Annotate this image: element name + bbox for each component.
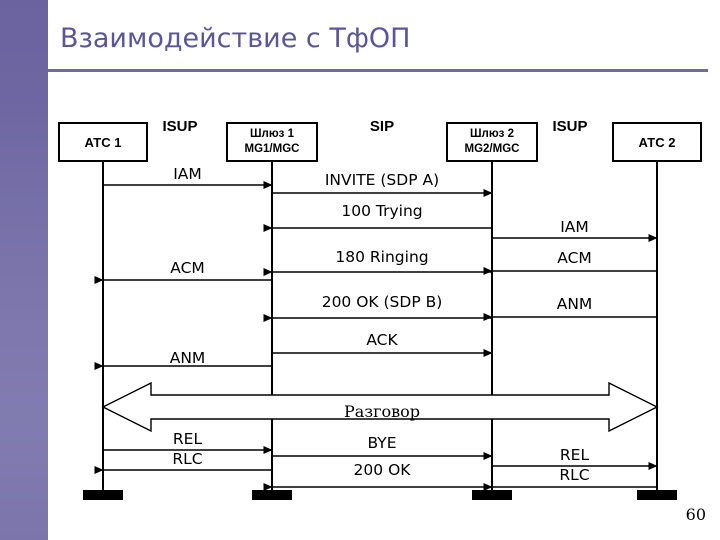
terminator-bar-t-mg1 [252, 490, 292, 500]
message-label-m4: IAM [560, 218, 589, 236]
message-label-m13: BYE [367, 434, 397, 452]
protocol-label-isup-right: ISUP [552, 118, 588, 135]
conversation-label: Разговор [344, 402, 420, 421]
lifeline-terminators-layer [83, 490, 677, 500]
message-label-m17: RLC [559, 466, 590, 484]
protocol-label-isup-left: ISUP [162, 118, 198, 135]
decorative-sidebar-bar [0, 0, 48, 540]
node-box-atc2: АТС 2 [612, 122, 702, 162]
node-box-mg1: Шлюз 1 MG1/MGC [226, 122, 318, 162]
message-label-m5: 180 Ringing [335, 248, 429, 266]
conversation-double-arrow [101, 381, 659, 433]
conversation-arrow-layer [101, 381, 659, 433]
terminator-bar-t-atc2 [637, 490, 677, 500]
terminator-bar-t-atc1 [83, 490, 123, 500]
lifelines-layer [102, 162, 658, 492]
protocol-label-sip-middle: SIP [369, 118, 395, 135]
title-underline-rule [48, 69, 708, 72]
node-label-primary: Шлюз 2 [470, 128, 514, 140]
message-label-m14: RLC [172, 450, 203, 468]
message-label-m16: 200 OK [353, 461, 411, 479]
message-label-m11: ANM [169, 349, 206, 367]
message-label-m12: REL [172, 430, 203, 448]
message-label-m6: ACM [557, 249, 592, 267]
terminator-bar-t-mg2 [472, 490, 512, 500]
node-label-primary: АТС 2 [638, 134, 676, 150]
message-label-m8: 200 OK (SDP B) [321, 293, 443, 311]
message-label-m3: 100 Trying [341, 202, 423, 220]
message-arrows-layer [94, 181, 658, 491]
node-label-primary: Шлюз 1 [250, 128, 294, 140]
message-label-m1: IAM [173, 165, 202, 183]
message-label-m7: ACM [170, 259, 205, 277]
node-label-secondary: MG2/MGC [464, 143, 520, 155]
message-label-m2: INVITE (SDP A) [324, 171, 440, 189]
message-label-m9: ANM [556, 295, 593, 313]
node-label-primary: АТС 1 [84, 134, 122, 150]
slide-title: Взаимодействие с ТфОП [60, 23, 411, 54]
node-box-atc1: АТС 1 [58, 122, 148, 162]
node-label-secondary: MG1/MGC [244, 143, 300, 155]
node-box-mg2: Шлюз 2 MG2/MGC [446, 122, 538, 162]
message-label-m15: REL [559, 446, 590, 464]
page-number: 60 [685, 505, 706, 524]
message-label-m10: ACK [366, 331, 398, 349]
